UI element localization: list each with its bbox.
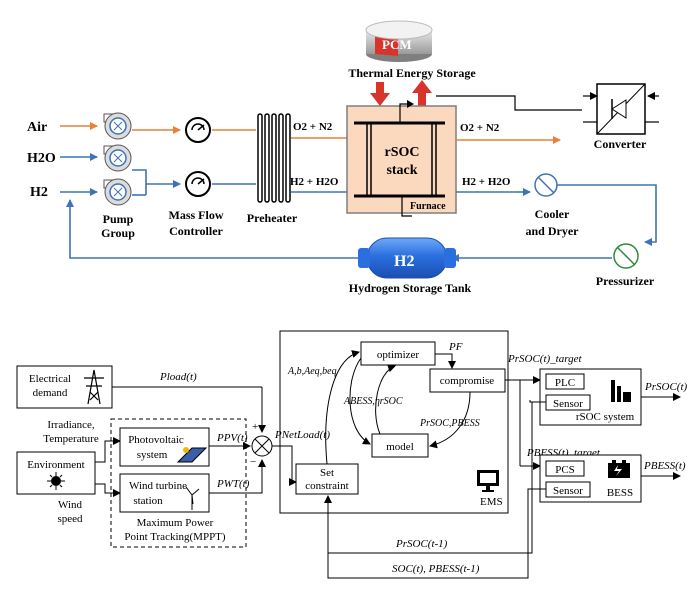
model-block xyxy=(371,433,429,458)
converter-label: Converter xyxy=(594,137,647,151)
cooler-dryer-icon xyxy=(534,173,558,197)
optimizer-label: optimizer xyxy=(377,349,419,361)
heat-in-arrow-icon xyxy=(370,82,390,106)
solar-panel-icon xyxy=(176,447,208,463)
h2h2o-out-label: H2 + H2O xyxy=(462,176,511,188)
hydrogen-tank-icon xyxy=(358,237,456,279)
irradiance-label-1: Irradiance, xyxy=(47,419,95,431)
plus-sign: + xyxy=(252,421,258,433)
preheater-icon xyxy=(257,113,291,203)
wt-label-2: station xyxy=(133,495,163,507)
pv-label-1: Photovoltaic xyxy=(128,434,184,446)
abeq-label: A,b,Aeq,beq xyxy=(287,366,337,377)
sensor-label-1: Sensor xyxy=(553,398,583,410)
pump-group-label-1: Pump xyxy=(103,212,134,226)
pressurizer-label: Pressurizer xyxy=(596,274,655,288)
abess-label: ABESS,ηrSOC xyxy=(343,396,403,407)
set-constraint-label-2: constraint xyxy=(305,480,348,492)
mfc-fuel-icon xyxy=(185,171,211,197)
wind-turbine-icon xyxy=(185,486,200,510)
p-wt-label: PWT(t) xyxy=(216,478,250,490)
p-bess-out-label: PBESS(t) xyxy=(643,460,686,472)
p-netload-label: PNetLoad(t) xyxy=(274,429,330,441)
heat-out-arrow-icon xyxy=(412,80,432,108)
air-label: Air xyxy=(27,120,47,135)
wind-label-2: speed xyxy=(57,513,83,525)
pump-h2-icon xyxy=(103,178,132,206)
factory-icon xyxy=(611,380,631,402)
feedback-label-2: SOC(t), PBESS(t-1) xyxy=(392,563,480,575)
plc-label: PLC xyxy=(555,377,575,389)
rsoc-label-2: stack xyxy=(386,163,417,178)
ems-label: EMS xyxy=(480,496,503,508)
control-block-diagram: Electrical demand Pload(t) Environment I… xyxy=(16,330,688,579)
compromise-label: compromise xyxy=(440,375,494,387)
mfc-air-icon xyxy=(185,117,211,143)
mppt-label-1: Maximum Power xyxy=(137,517,214,529)
battery-icon xyxy=(608,460,630,478)
thermal-storage-label: Thermal Energy Storage xyxy=(348,66,476,80)
p-rsoc-out-label: PrSOC(t) xyxy=(644,381,688,393)
mppt-label-2: Point Tracking(MPPT) xyxy=(124,531,225,543)
plc-block xyxy=(545,373,585,390)
process-flow-diagram: PCM Thermal Energy Storage Air H2O H2 xyxy=(27,20,659,295)
model-label: model xyxy=(386,441,414,453)
rsoc-system-label: rSOC system xyxy=(576,411,635,423)
monitor-icon xyxy=(477,470,499,492)
irradiance-label-2: Temperature xyxy=(43,433,99,445)
rsoc-stack xyxy=(346,105,457,214)
ems-frame xyxy=(279,330,509,514)
feedback-label-1: PrSOC(t-1) xyxy=(395,538,448,550)
tank-label: H2 xyxy=(394,253,414,270)
cooler-label-2: and Dryer xyxy=(526,224,580,238)
pv-label-2: system xyxy=(137,449,168,461)
p-load-label: Pload(t) xyxy=(159,371,197,383)
h2h2o-in-label: H2 + H2O xyxy=(290,176,339,188)
pump-group-label-2: Group xyxy=(101,226,135,240)
bess-label: BESS xyxy=(607,487,633,499)
pump-air-icon xyxy=(103,112,132,140)
pcs-block xyxy=(545,460,585,477)
mfc-label-1: Mass Flow xyxy=(169,208,224,222)
environment-label: Environment xyxy=(27,459,84,471)
sun-icon xyxy=(47,472,65,490)
set-constraint-label-1: Set xyxy=(320,467,334,479)
p-pv-label: PPV(t) xyxy=(216,432,248,444)
o2n2-in-label: O2 + N2 xyxy=(293,121,333,133)
wt-label-1: Wind turbine xyxy=(129,480,187,492)
mppt-group xyxy=(110,418,247,548)
power-tower-icon xyxy=(84,369,104,405)
pressurizer-icon xyxy=(613,243,639,269)
h2o-label: H2O xyxy=(27,151,56,166)
prsoc-target-label: PrSOC(t)_target xyxy=(507,353,582,365)
tank-caption: Hydrogen Storage Tank xyxy=(349,281,472,295)
sensor-label-2: Sensor xyxy=(553,485,583,497)
summing-junction-icon xyxy=(251,435,273,457)
converter-icon xyxy=(596,83,646,135)
mfc-label-2: Controller xyxy=(169,224,223,238)
preheater-label: Preheater xyxy=(247,211,298,225)
minus-sign: − xyxy=(250,456,256,468)
o2n2-out-label: O2 + N2 xyxy=(460,122,500,134)
electrical-demand-block xyxy=(16,365,113,409)
pcm-label: PCM xyxy=(382,37,412,52)
cooler-label-1: Cooler xyxy=(535,207,570,221)
pf-label: PF xyxy=(448,341,463,353)
pcs-label: PCS xyxy=(555,464,575,476)
pcm-thermal-storage-icon: PCM xyxy=(365,20,433,62)
furnace-label: Furnace xyxy=(410,201,446,212)
rsoc-label-1: rSOC xyxy=(385,145,420,160)
h2-label: H2 xyxy=(30,185,48,200)
elec-demand-label-1: Electrical xyxy=(29,373,71,385)
elec-demand-label-2: demand xyxy=(33,387,68,399)
pump-h2o-icon xyxy=(103,144,132,172)
wind-label-1: Wind xyxy=(58,499,82,511)
prsoc-pbess-label: PrSOC,PBESS xyxy=(419,418,480,429)
